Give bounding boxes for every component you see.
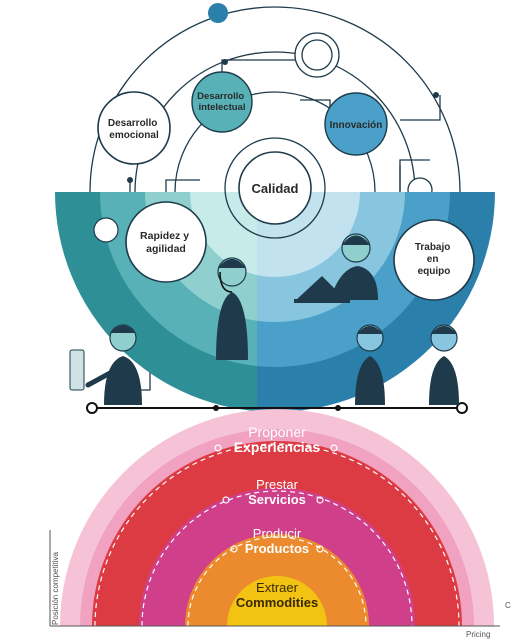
level-dividers: [94, 443, 460, 627]
bubble-desarrollo-emocional-label: Desarrollo emocional: [108, 118, 160, 141]
person-seated-left-icon: [69, 324, 142, 405]
svg-text:Servicios: Servicios: [248, 492, 306, 507]
orbit-dot-blue: [208, 3, 228, 23]
bubble-desarrollo-intelectual: Desarrollo intelectual: [191, 71, 253, 133]
bubble-trabajo-equipo: Trabajo en equipo: [393, 219, 475, 301]
y-axis-label: Posición competitiva: [51, 552, 60, 625]
bubble-innovacion: Innovación: [324, 92, 388, 156]
svg-text:Producir: Producir: [253, 526, 302, 541]
person-standing-right-icon: [355, 324, 385, 405]
level-label-experiencias: Proponer Experiencias: [214, 424, 338, 455]
level-label-commodities: Extraer Commodities: [236, 580, 318, 610]
svg-text:Commodities: Commodities: [236, 595, 318, 610]
person-laptop-right-icon: [294, 233, 378, 303]
bowl-dot-left: [93, 217, 119, 243]
svg-text:Extraer: Extraer: [256, 580, 299, 595]
svg-text:Proponer: Proponer: [248, 424, 306, 440]
bottom-diagram: Proponer Experiencias Prestar Servicios …: [49, 409, 511, 639]
center-label-calidad: Calidad: [252, 181, 299, 196]
svg-text:Experiencias: Experiencias: [234, 439, 321, 455]
bubble-rapidez-agilidad-label: Rapidez y agilidad: [140, 230, 192, 255]
bubble-desarrollo-emocional: Desarrollo emocional: [97, 91, 171, 165]
corner-mark: C: [505, 601, 511, 610]
bubble-trabajo-equipo-label: Trabajo en equipo: [415, 242, 453, 277]
band-commodities: [227, 576, 327, 626]
person-headset-center-icon: [216, 257, 248, 360]
bowl-base-line: [86, 402, 468, 414]
person-standing-far-right-icon: [429, 324, 459, 405]
svg-text:Productos: Productos: [245, 541, 309, 556]
top-diagram: Desarrollo emocional Desarrollo intelect…: [55, 3, 495, 414]
svg-text:Prestar: Prestar: [256, 477, 299, 492]
rainbow-level-bands: [92, 441, 462, 626]
chart-axes: Posición competitiva Pricing C: [49, 530, 511, 639]
bubble-desarrollo-intelectual-label: Desarrollo intelectual: [197, 91, 247, 113]
bubble-rapidez-agilidad: Rapidez y agilidad: [125, 201, 207, 283]
level-label-servicios: Prestar Servicios: [222, 477, 324, 507]
bubble-innovacion-label: Innovación: [330, 120, 383, 131]
x-axis-label: Pricing: [466, 630, 490, 639]
bubble-calidad: Calidad: [224, 137, 326, 239]
level-label-productos: Producir Productos: [230, 526, 324, 556]
